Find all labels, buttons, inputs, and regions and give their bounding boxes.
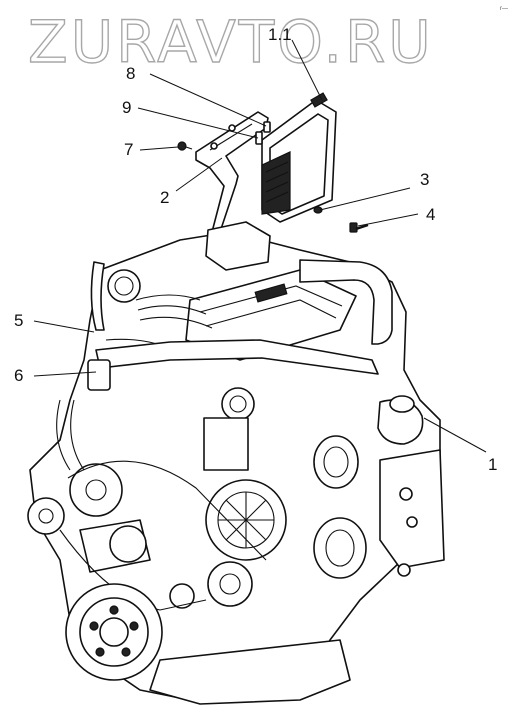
callout-2: 2 (160, 188, 169, 207)
callout-4: 4 (426, 205, 435, 224)
callout-9: 9 (122, 98, 131, 117)
callout-5: 5 (14, 311, 23, 330)
watermark-text: ZURAVTO.RU (28, 8, 434, 76)
bolt-8-drawing (263, 121, 271, 133)
engine-block-drawing (27, 221, 445, 705)
callout-1-1: 1.1 (268, 25, 292, 44)
corner-mark: r— (500, 6, 508, 12)
bolt-4-drawing (349, 222, 369, 233)
leader-lines (33, 39, 487, 453)
bolt-7-drawing (177, 141, 193, 151)
callout-1: 1 (488, 455, 497, 474)
callout-7: 7 (124, 140, 133, 159)
callout-3: 3 (420, 170, 429, 189)
callout-6: 6 (14, 366, 23, 385)
callout-8: 8 (126, 64, 135, 83)
ecu-bracket-drawing (195, 111, 269, 233)
ecu-module-drawing (261, 92, 337, 223)
